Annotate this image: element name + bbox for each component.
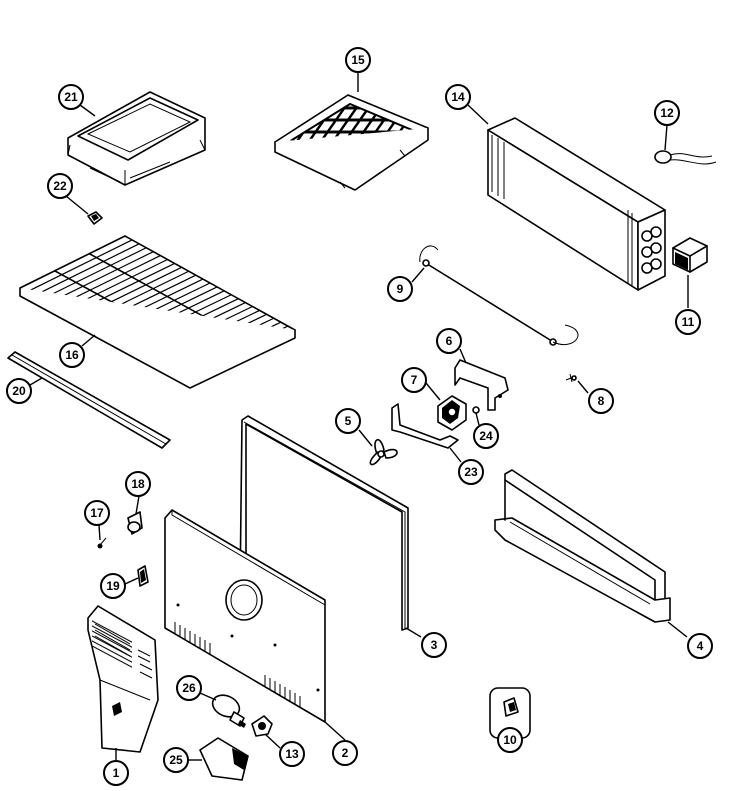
back-panel-part — [164, 509, 326, 723]
wire-shelf-part — [19, 235, 296, 389]
callout-10: 10 — [497, 727, 523, 753]
callout-16: 16 — [59, 342, 85, 368]
callout-24-label: 24 — [479, 429, 493, 443]
screw-17-part — [97, 537, 107, 549]
callout-4-label: 4 — [697, 639, 704, 653]
callout-6-label: 6 — [446, 334, 453, 348]
callout-17-label: 17 — [90, 506, 104, 520]
callout-13: 13 — [279, 741, 305, 767]
callout-4: 4 — [687, 633, 713, 659]
callout-7: 7 — [401, 367, 427, 393]
callout-11: 11 — [675, 309, 701, 335]
callout-1: 1 — [103, 760, 129, 786]
defrost-heater-part — [419, 245, 579, 346]
terminal-block-part — [672, 237, 708, 273]
light-shield-part — [199, 737, 249, 781]
callout-21-label: 21 — [64, 90, 78, 104]
callout-9: 9 — [387, 276, 413, 302]
callout-9-label: 9 — [397, 282, 404, 296]
callout-18: 18 — [125, 471, 151, 497]
callout-15-label: 15 — [351, 53, 365, 67]
callout-26: 26 — [176, 675, 202, 701]
callout-2: 2 — [332, 740, 358, 766]
callout-25-label: 25 — [169, 753, 183, 767]
callout-10-label: 10 — [503, 733, 517, 747]
thermostat-part — [654, 150, 717, 165]
screw-part — [565, 373, 577, 383]
shelf-wire — [48, 251, 154, 304]
callout-24: 24 — [473, 423, 499, 449]
door-switch-part — [489, 687, 531, 739]
callout-5-label: 5 — [345, 414, 352, 428]
callout-26-label: 26 — [182, 681, 196, 695]
leader-lines — [29, 72, 689, 761]
callout-21: 21 — [58, 84, 84, 110]
trim-strip-part — [7, 351, 171, 449]
callout-14: 14 — [445, 84, 471, 110]
callout-23-label: 23 — [464, 465, 478, 479]
callout-8: 8 — [588, 388, 614, 414]
callout-13-label: 13 — [285, 747, 299, 761]
callout-5: 5 — [335, 408, 361, 434]
fan-bracket-part — [454, 359, 509, 411]
clip-part — [87, 211, 103, 225]
callout-2-label: 2 — [342, 746, 349, 760]
callout-17: 17 — [84, 500, 110, 526]
shelf-wire — [33, 243, 140, 297]
knob-part — [127, 511, 143, 535]
callout-20: 20 — [6, 378, 32, 404]
callout-23: 23 — [458, 459, 484, 485]
tab-part — [137, 565, 149, 587]
lamp-socket-part — [251, 715, 273, 737]
callout-1-label: 1 — [113, 766, 120, 780]
callout-15: 15 — [345, 47, 371, 73]
callout-6: 6 — [436, 328, 462, 354]
callout-16-label: 16 — [65, 348, 79, 362]
ice-grid-part — [274, 94, 429, 191]
callout-7-label: 7 — [411, 373, 418, 387]
callout-3: 3 — [421, 632, 447, 658]
callout-22: 22 — [47, 173, 73, 199]
fan-motor-part — [437, 395, 467, 431]
control-housing-part — [87, 605, 159, 753]
callout-19: 19 — [100, 573, 126, 599]
motor-bracket-part — [391, 403, 459, 449]
callout-3-label: 3 — [431, 638, 438, 652]
ice-bin-part — [67, 91, 206, 186]
callout-11-label: 11 — [682, 315, 695, 329]
bottom-channel-part — [494, 469, 671, 623]
light-bulb-part — [211, 694, 246, 728]
washer-part — [472, 406, 480, 414]
callout-8-label: 8 — [598, 394, 605, 408]
callout-12-label: 12 — [660, 106, 674, 120]
evaporator-part — [487, 117, 666, 291]
callout-25: 25 — [163, 747, 189, 773]
callout-19-label: 19 — [106, 579, 120, 593]
callout-20-label: 20 — [12, 384, 26, 398]
callout-12: 12 — [654, 100, 680, 126]
callout-14-label: 14 — [451, 90, 465, 104]
shelf-wire — [26, 239, 133, 293]
shelf-wire — [40, 247, 147, 301]
callout-22-label: 22 — [53, 179, 67, 193]
callout-18-label: 18 — [131, 477, 145, 491]
shelf-wire — [19, 235, 126, 289]
fan-blade-part — [369, 438, 398, 466]
